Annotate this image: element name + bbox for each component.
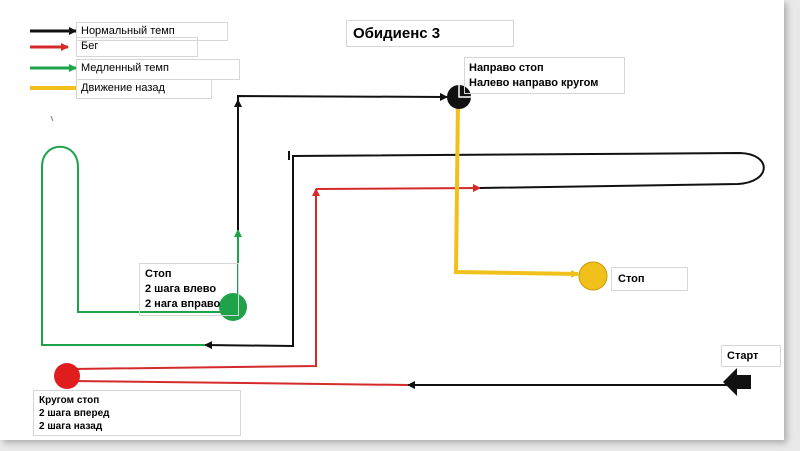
about-turn-line-2: 2 шага вперед — [39, 408, 110, 419]
legend-label-run: Бег — [76, 37, 198, 57]
side-steps-line-2: 2 шага влево — [145, 283, 217, 295]
legend-label-back: Движение назад — [76, 79, 212, 99]
about-turn-line-1: Кругом стоп — [39, 395, 100, 406]
final-halt-marker — [578, 261, 608, 291]
legend-label-normal: Нормальный темп — [76, 22, 228, 41]
about-turn-marker — [54, 363, 80, 389]
start-arrow-icon — [723, 368, 751, 396]
final-halt-label: Стоп — [611, 267, 688, 291]
right-halt-line-1: Направо стоп — [469, 62, 544, 74]
final-halt-line-1: Стоп — [618, 273, 645, 285]
about-turn-label: Кругом стоп 2 шага вперед 2 шага назад — [33, 390, 241, 436]
about-turn-line-3: 2 шага назад — [39, 421, 103, 432]
path-back — [453, 99, 579, 278]
stray-mark — [50, 115, 54, 122]
start-line-1: Старт — [727, 350, 759, 362]
slide: Обидиенс 3 Нормальный темп Бег Медленный… — [0, 0, 784, 440]
path-slow-loop — [41, 145, 233, 346]
legend-label-slow: Медленный темп — [76, 59, 240, 80]
side-steps-marker — [219, 293, 247, 321]
right-halt-label: Направо стоп Налево направо кругом — [464, 57, 625, 94]
start-label: Старт — [721, 345, 781, 367]
side-steps-label: Стоп 2 шага влево 2 нага вправо — [139, 263, 239, 316]
path-run-left — [71, 380, 409, 386]
path-run-top — [315, 184, 481, 193]
diagram-title: Обидиенс 3 — [346, 20, 514, 47]
path-normal-loop — [204, 151, 765, 350]
side-steps-line-1: Стоп — [145, 268, 172, 280]
path-normal-up-right — [237, 92, 448, 230]
side-steps-line-3: 2 нага вправо — [145, 298, 221, 310]
right-halt-marker-detail — [458, 85, 471, 98]
right-halt-line-2: Налево направо кругом — [469, 77, 599, 89]
path-run-right-up — [71, 188, 320, 370]
